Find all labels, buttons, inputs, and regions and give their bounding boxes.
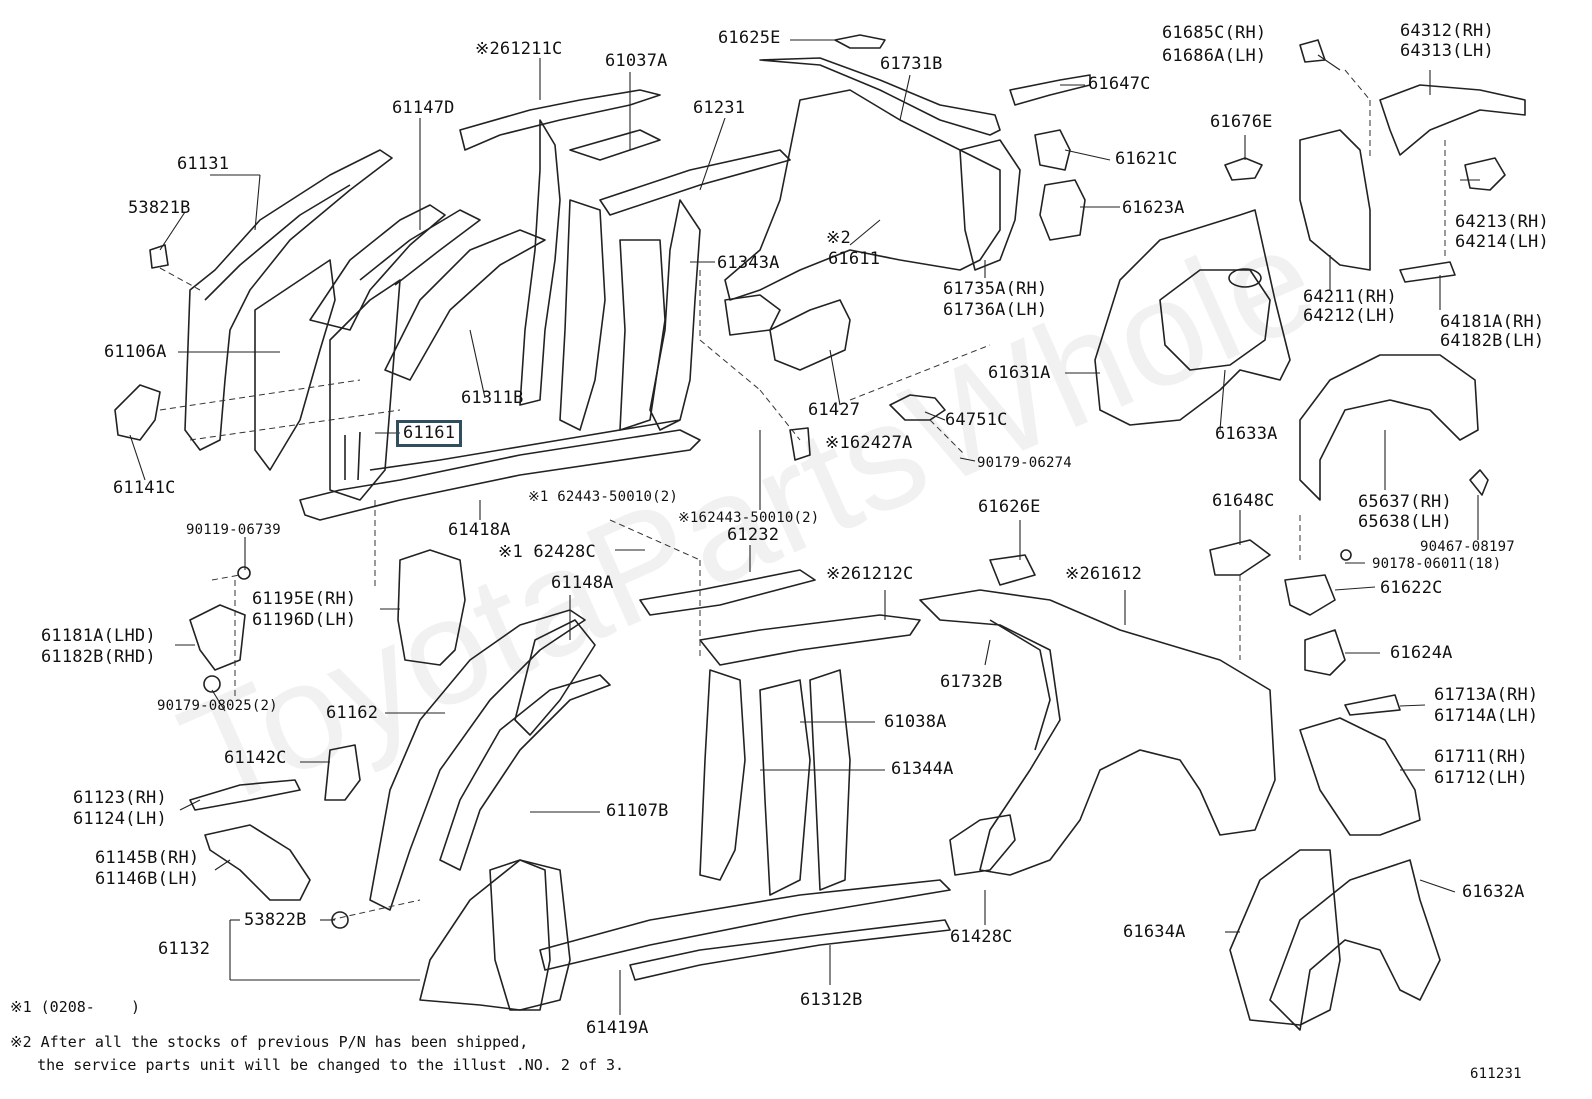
part-label[interactable]: 61343A [717, 253, 780, 273]
part-label[interactable]: 61686A(LH) [1162, 46, 1267, 66]
part-label[interactable]: 61131 [177, 154, 230, 174]
part-label[interactable]: 61418A [448, 520, 511, 540]
part-label[interactable]: 61231 [693, 98, 746, 118]
footnote-2-line-2: the service parts unit will be changed t… [10, 1056, 625, 1074]
part-label[interactable]: 90179-06274 [977, 455, 1072, 471]
footnote-1: ※1 (0208- ) [10, 998, 140, 1016]
part-label[interactable]: 61611 [828, 249, 881, 269]
part-label[interactable]: 64214(LH) [1455, 232, 1549, 252]
part-label[interactable]: ※1 62443-50010(2) [528, 489, 678, 505]
part-label[interactable]: 53821B [128, 198, 191, 218]
lower-left-brackets [189, 549, 466, 929]
part-label[interactable]: 61312B [800, 990, 863, 1010]
part-label[interactable]: 53822B [244, 910, 307, 930]
part-label[interactable]: ※2 [826, 228, 851, 248]
part-label[interactable]: 64211(RH) [1303, 287, 1397, 307]
part-label[interactable]: 61631A [988, 363, 1051, 383]
part-label[interactable]: 61626E [978, 497, 1041, 517]
part-label[interactable]: 61647C [1088, 74, 1151, 94]
part-label[interactable]: 64213(RH) [1455, 212, 1549, 232]
part-label[interactable]: 64182B(LH) [1440, 331, 1545, 351]
part-label[interactable]: 61732B [940, 672, 1003, 692]
part-label[interactable]: ※261212C [826, 564, 914, 584]
part-label[interactable]: 61182B(RHD) [41, 647, 156, 667]
part-label[interactable]: 65638(LH) [1358, 512, 1452, 532]
part-label[interactable]: 61676E [1210, 112, 1273, 132]
part-label[interactable]: 61162 [326, 703, 379, 723]
part-label[interactable]: 90178-06011(18) [1372, 556, 1502, 572]
part-label[interactable]: 61711(RH) [1434, 747, 1528, 767]
part-label[interactable]: 61713A(RH) [1434, 685, 1539, 705]
part-label[interactable]: 61712(LH) [1434, 768, 1528, 788]
part-label[interactable]: 61181A(LHD) [41, 626, 156, 646]
part-label[interactable]: 61195E(RH) [252, 589, 357, 609]
part-label[interactable]: ※261612 [1065, 564, 1143, 584]
part-label[interactable]: ※261211C [475, 39, 563, 59]
part-label[interactable]: ※1 62428C [498, 542, 596, 562]
part-label[interactable]: 61685C(RH) [1162, 23, 1267, 43]
front-pillar-group [114, 89, 791, 521]
part-label[interactable]: 61232 [727, 525, 780, 545]
part-label[interactable]: 61621C [1115, 149, 1178, 169]
part-label[interactable]: 61624A [1390, 643, 1453, 663]
part-label[interactable]: 61142C [224, 748, 287, 768]
part-label[interactable]: 61633A [1215, 424, 1278, 444]
part-label[interactable]: 61622C [1380, 578, 1443, 598]
part-label[interactable]: 61148A [551, 573, 614, 593]
part-label[interactable]: 61141C [113, 478, 176, 498]
part-label[interactable]: 61735A(RH) [943, 279, 1048, 299]
part-label[interactable]: 61146B(LH) [95, 869, 200, 889]
part-label[interactable]: ※162427A [825, 433, 913, 453]
part-label[interactable]: 90179-08025(2) [157, 698, 278, 714]
wheel-house-group [1094, 39, 1526, 501]
part-label[interactable]: 61736A(LH) [943, 300, 1048, 320]
part-label[interactable]: 61344A [891, 759, 954, 779]
part-label[interactable]: 61145B(RH) [95, 848, 200, 868]
part-label[interactable]: ※162443-50010(2) [678, 510, 820, 526]
part-label[interactable]: 61428C [950, 927, 1013, 947]
part-label[interactable]: 61634A [1123, 922, 1186, 942]
leader-lines [129, 39, 1480, 1015]
part-label[interactable]: 61107B [606, 801, 669, 821]
part-label[interactable]: 61038A [884, 712, 947, 732]
part-label[interactable]: 61731B [880, 54, 943, 74]
part-label[interactable]: 61037A [605, 51, 668, 71]
part-label[interactable]: 64312(RH) [1400, 21, 1494, 41]
part-label[interactable]: 61648C [1212, 491, 1275, 511]
part-label[interactable]: 61632A [1462, 882, 1525, 902]
part-label[interactable]: 61106A [104, 342, 167, 362]
part-label[interactable]: 61623A [1122, 198, 1185, 218]
part-label[interactable]: 61124(LH) [73, 809, 167, 829]
part-label[interactable]: 65637(RH) [1358, 492, 1452, 512]
part-label[interactable]: 90119-06739 [186, 522, 281, 538]
part-label[interactable]: 61196D(LH) [252, 610, 357, 630]
part-label[interactable]: 61625E [718, 28, 781, 48]
figure-id: 611231 [1470, 1066, 1522, 1082]
part-label[interactable]: 64181A(RH) [1440, 312, 1545, 332]
highlighted-part-label[interactable]: 61161 [396, 420, 463, 447]
part-label[interactable]: 61427 [808, 400, 861, 420]
lower-body-side-group [369, 539, 1441, 1031]
part-label[interactable]: 61419A [586, 1018, 649, 1038]
dashed-leaders [159, 69, 1446, 921]
part-label[interactable]: 61714A(LH) [1434, 706, 1539, 726]
part-label[interactable]: 64313(LH) [1400, 41, 1494, 61]
part-label[interactable]: 61147D [392, 98, 455, 118]
part-label[interactable]: 61132 [158, 939, 211, 959]
part-label[interactable]: 61311B [461, 388, 524, 408]
part-label[interactable]: 61123(RH) [73, 788, 167, 808]
part-label[interactable]: 90467-08197 [1420, 539, 1515, 555]
part-label[interactable]: 64751C [945, 410, 1008, 430]
quarter-inner-group [724, 34, 1091, 461]
part-label[interactable]: 64212(LH) [1303, 306, 1397, 326]
footnote-2-line-1: ※2 After all the stocks of previous P/N … [10, 1033, 529, 1051]
